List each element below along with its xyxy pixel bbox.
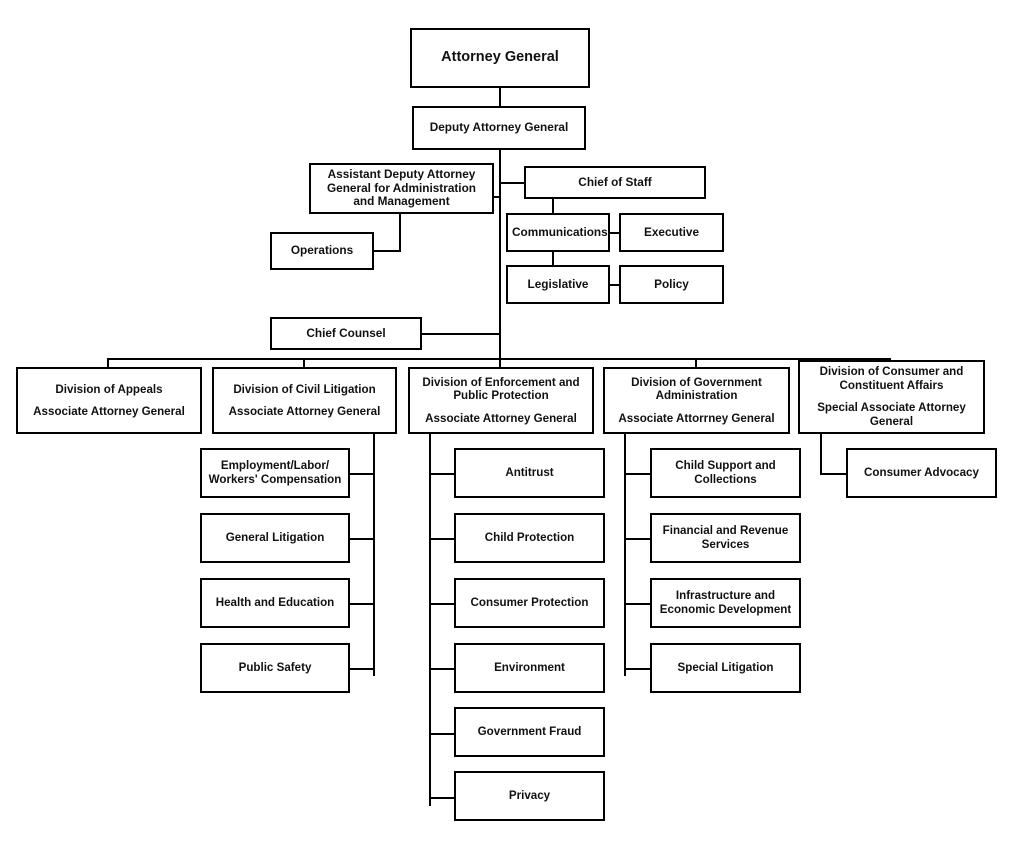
- node-label: Chief of Staff: [578, 174, 652, 189]
- node-unit-financial-and-revenue-services[interactable]: Financial and Revenue Services: [650, 513, 801, 563]
- unit-label: Privacy: [508, 789, 551, 803]
- node-unit-government-fraud[interactable]: Government Fraud: [454, 707, 605, 757]
- node-legislative[interactable]: Legislative: [506, 265, 610, 304]
- division-name: Division of Appeals: [55, 382, 163, 396]
- connector-assistant-deputy-drop: [399, 213, 401, 252]
- connector-govadmin-unit-1: [624, 473, 650, 475]
- division-role: Associate Attorney General: [425, 411, 577, 425]
- connector-chief-counsel-to-trunk: [421, 333, 501, 335]
- node-label: Executive: [643, 224, 700, 239]
- connector-drop-division-1: [107, 358, 109, 369]
- unit-label: Financial and Revenue Services: [662, 524, 789, 551]
- node-label: Attorney General: [441, 49, 559, 66]
- connector-civil-unit-2: [349, 538, 375, 540]
- node-unit-employment-labor-workers-compensation[interactable]: Employment/Labor/ Workers' Compensation: [200, 448, 350, 498]
- connector-enforcement-unit-2: [429, 538, 455, 540]
- node-unit-environment[interactable]: Environment: [454, 643, 605, 693]
- connector-govadmin-unit-2: [624, 538, 650, 540]
- connector-civil-unit-4: [349, 668, 375, 670]
- node-operations[interactable]: Operations: [270, 232, 374, 270]
- connector-civil-litigation-trunk: [373, 432, 375, 676]
- division-role: Associate Attorrney General: [618, 411, 775, 425]
- connector-govadmin-unit-4: [624, 668, 650, 670]
- connector-government-admin-trunk: [624, 432, 626, 676]
- connector-drop-division-3: [499, 358, 501, 369]
- node-chief-of-staff[interactable]: Chief of Staff: [524, 166, 706, 199]
- unit-label: Environment: [494, 661, 565, 675]
- unit-label: Consumer Protection: [470, 596, 589, 610]
- connector-enforcement-unit-3: [429, 603, 455, 605]
- node-unit-privacy[interactable]: Privacy: [454, 771, 605, 821]
- division-name: Division of Enforcement and Public Prote…: [422, 375, 580, 403]
- unit-label: General Litigation: [225, 531, 325, 545]
- connector-enforcement-unit-4: [429, 668, 455, 670]
- connector-govadmin-unit-3: [624, 603, 650, 605]
- connector-deputy-trunk: [499, 149, 501, 358]
- unit-label: Government Fraud: [477, 725, 582, 739]
- node-unit-consumer-advocacy[interactable]: Consumer Advocacy: [846, 448, 997, 498]
- connector-ag-to-deputy: [499, 88, 501, 108]
- connector-enforcement-unit-1: [429, 473, 455, 475]
- connector-enforcement-unit-6: [429, 797, 455, 799]
- unit-label: Child Protection: [484, 531, 575, 545]
- node-unit-child-protection[interactable]: Child Protection: [454, 513, 605, 563]
- node-division-appeals[interactable]: Division of Appeals Associate Attorney G…: [16, 367, 202, 434]
- node-division-civil-litigation[interactable]: Division of Civil Litigation Associate A…: [212, 367, 397, 434]
- unit-label: Public Safety: [238, 661, 312, 675]
- node-communications[interactable]: Communications: [506, 213, 610, 252]
- node-label: Communications: [512, 224, 608, 239]
- unit-label: Child Support and Collections: [675, 459, 776, 486]
- node-policy[interactable]: Policy: [619, 265, 724, 304]
- node-label: Operations: [290, 243, 354, 258]
- node-assistant-deputy-ag-admin[interactable]: Assistant Deputy Attorney General for Ad…: [309, 163, 494, 214]
- node-unit-general-litigation[interactable]: General Litigation: [200, 513, 350, 563]
- node-division-enforcement-public-protection[interactable]: Division of Enforcement and Public Prote…: [408, 367, 594, 434]
- division-name: Division of Civil Litigation: [233, 382, 376, 396]
- unit-label: Health and Education: [215, 596, 335, 610]
- node-chief-counsel[interactable]: Chief Counsel: [270, 317, 422, 350]
- division-role: Associate Attorney General: [33, 404, 185, 418]
- node-unit-infrastructure-and-economic-development[interactable]: Infrastructure and Economic Development: [650, 578, 801, 628]
- unit-label: Employment/Labor/ Workers' Compensation: [208, 459, 342, 486]
- connector-civil-unit-1: [349, 473, 375, 475]
- division-name: Division of Consumer and Constituent Aff…: [819, 365, 964, 393]
- connector-drop-division-2: [303, 358, 305, 369]
- unit-label: Infrastructure and Economic Development: [659, 589, 792, 616]
- node-unit-special-litigation[interactable]: Special Litigation: [650, 643, 801, 693]
- node-label: Assistant Deputy Attorney General for Ad…: [326, 166, 476, 209]
- node-deputy-attorney-general[interactable]: Deputy Attorney General: [412, 106, 586, 150]
- node-label: Deputy Attorney General: [429, 120, 569, 135]
- node-unit-antitrust[interactable]: Antitrust: [454, 448, 605, 498]
- node-label: Chief Counsel: [306, 325, 386, 340]
- node-label: Policy: [654, 276, 689, 291]
- node-unit-consumer-protection[interactable]: Consumer Protection: [454, 578, 605, 628]
- connector-consumer-unit-1: [820, 473, 846, 475]
- connector-assistant-deputy-to-trunk: [493, 196, 501, 198]
- division-name: Division of Government Administration: [631, 375, 762, 403]
- node-division-government-administration[interactable]: Division of Government Administration As…: [603, 367, 790, 434]
- node-unit-public-safety[interactable]: Public Safety: [200, 643, 350, 693]
- unit-label: Special Litigation: [677, 661, 774, 675]
- node-unit-health-and-education[interactable]: Health and Education: [200, 578, 350, 628]
- division-role: Associate Attorney General: [228, 404, 381, 418]
- connector-chief-of-staff-to-trunk: [499, 182, 525, 184]
- unit-label: Antitrust: [505, 466, 554, 480]
- connector-enforcement-unit-5: [429, 733, 455, 735]
- connector-drop-division-4: [695, 358, 697, 369]
- node-unit-child-support-and-collections[interactable]: Child Support and Collections: [650, 448, 801, 498]
- node-division-consumer-constituent-affairs[interactable]: Division of Consumer and Constituent Aff…: [798, 360, 985, 434]
- node-executive[interactable]: Executive: [619, 213, 724, 252]
- division-role: Special Associate Attorney General: [817, 401, 966, 428]
- unit-label: Consumer Advocacy: [864, 466, 979, 480]
- connector-civil-unit-3: [349, 603, 375, 605]
- connector-operations-stub: [373, 250, 401, 252]
- node-label: Legislative: [527, 276, 589, 291]
- node-attorney-general[interactable]: Attorney General: [410, 28, 590, 88]
- connector-enforcement-trunk: [429, 432, 431, 806]
- connector-consumer-affairs-trunk: [820, 432, 822, 474]
